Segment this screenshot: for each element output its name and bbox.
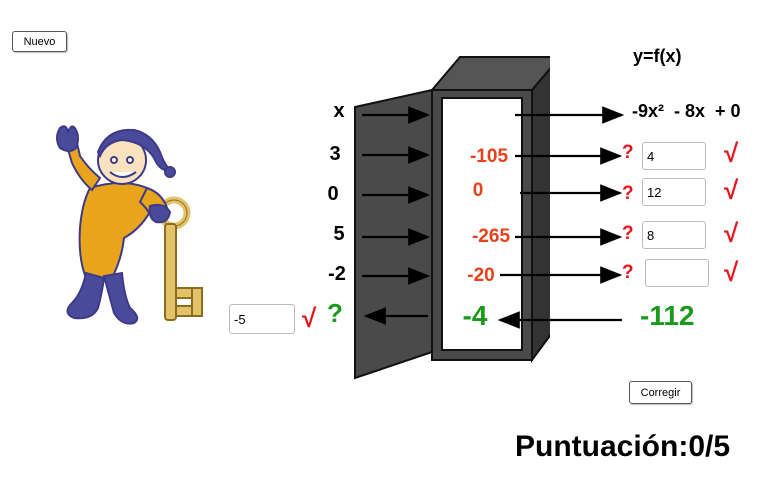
row-4-question: ?	[622, 262, 634, 283]
inverse-middle-value: -4	[462, 300, 488, 331]
corregir-button[interactable]: Corregir	[629, 381, 692, 404]
row-3-question: ?	[622, 223, 634, 244]
inverse-check-icon: √	[302, 303, 317, 333]
row-2-check-icon: √	[724, 175, 739, 205]
formula-expression: -9x² - 8x + 0	[632, 101, 741, 121]
row-4-fx: -20	[467, 265, 495, 286]
row-2-x: 0	[327, 183, 339, 205]
row-3-answer-input[interactable]	[642, 221, 706, 249]
x-header: x	[333, 100, 345, 122]
elf-key-illustration	[56, 125, 203, 325]
row-1-fx: -105	[469, 146, 509, 167]
row-4-answer-input[interactable]	[645, 259, 709, 287]
row-4-check-icon: √	[724, 257, 739, 287]
row-2-fx: 0	[472, 180, 484, 201]
row-1-question: ?	[622, 142, 634, 163]
row-1-x: 3	[329, 143, 341, 165]
formula-label: y=f(x)	[633, 46, 682, 66]
row-1-answer-input[interactable]	[642, 142, 706, 170]
row-4-x: -2	[328, 263, 346, 285]
row-1-check-icon: √	[724, 138, 739, 168]
inverse-answer-input[interactable]	[229, 304, 295, 334]
inverse-question: ?	[327, 298, 343, 328]
row-3-check-icon: √	[724, 218, 739, 248]
row-3-x: 5	[333, 223, 345, 245]
row-3-fx: -265	[471, 226, 511, 247]
nuevo-button[interactable]: Nuevo	[12, 31, 67, 52]
score-label: Puntuación:0/5	[515, 430, 731, 463]
row-2-question: ?	[622, 183, 634, 204]
row-2-answer-input[interactable]	[642, 178, 706, 206]
inverse-output-value: -112	[640, 300, 695, 331]
